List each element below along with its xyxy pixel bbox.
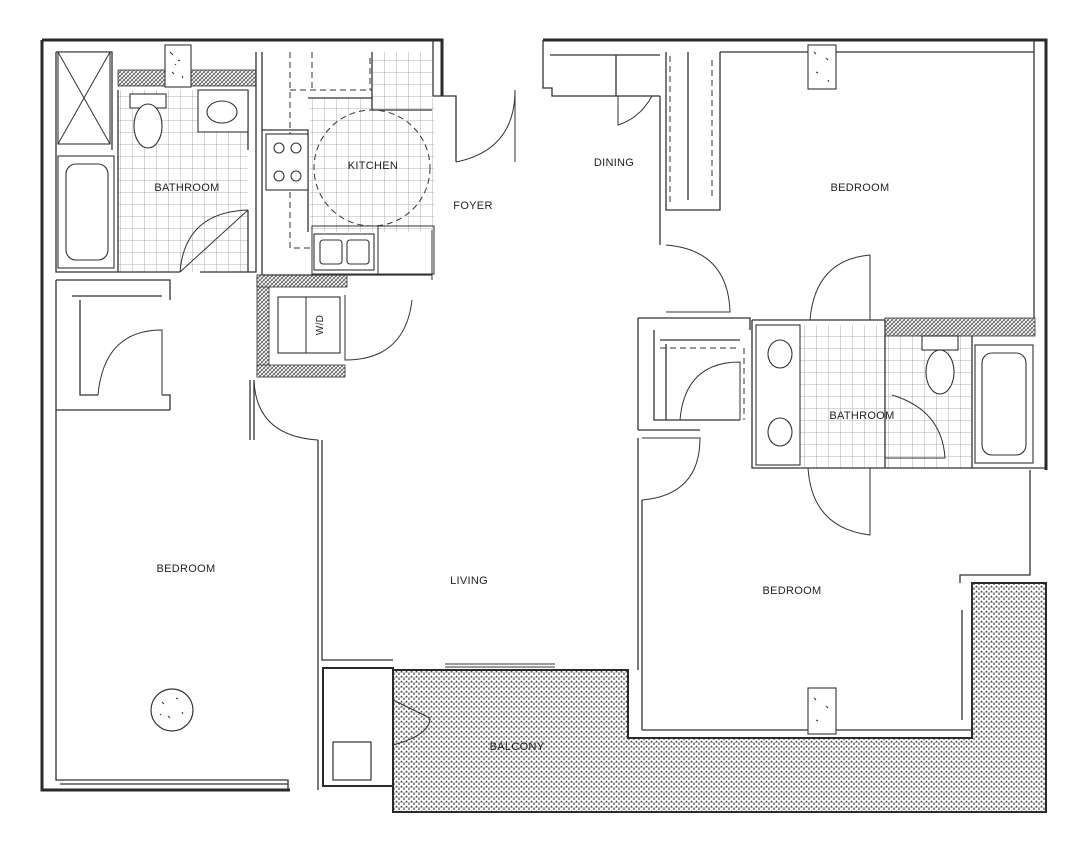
kitchen-counter-outline[interactable] xyxy=(289,52,372,249)
stone-column-top-right xyxy=(807,44,837,90)
entry-door[interactable] xyxy=(455,89,516,163)
bedroom-top-right-door[interactable] xyxy=(665,244,731,313)
bathroom-2-hatch-band xyxy=(884,317,1036,337)
wd-closet-door[interactable] xyxy=(344,295,413,361)
middle-closet-walls xyxy=(637,317,751,431)
exterior-wall-left-unit xyxy=(40,38,444,792)
dining-closet-door[interactable] xyxy=(617,95,653,126)
kitchen-walls xyxy=(261,52,432,276)
bedroom-left-wall xyxy=(55,410,289,790)
label-dining: DINING xyxy=(594,157,634,169)
bedroom-top-right-walls xyxy=(720,40,1035,318)
washer-dryer xyxy=(277,296,341,354)
balcony-slider[interactable] xyxy=(445,663,555,668)
bathroom-2-toilet-tank xyxy=(921,335,959,351)
closet-wall-left xyxy=(55,279,171,411)
label-bathroom-1: BATHROOM xyxy=(154,182,219,194)
balcony-storage-inner xyxy=(332,741,372,781)
wall-left-vertical xyxy=(249,380,255,440)
middle-dashed xyxy=(660,347,745,420)
closet-middle-door[interactable] xyxy=(679,361,741,421)
balcony-floor xyxy=(392,582,1047,813)
bathroom-2-sink-1 xyxy=(767,339,793,369)
exterior-wall-entry-left xyxy=(432,40,457,162)
bathroom-1-sink xyxy=(206,100,238,124)
bath-2-door-bottom[interactable] xyxy=(807,467,871,536)
wall-bedroom-left-living xyxy=(317,440,393,790)
kitchen-tile-floor-top xyxy=(372,52,432,104)
wd-hatch-wall-top xyxy=(256,274,348,288)
bathroom-1-wall xyxy=(55,51,257,273)
stone-column-1 xyxy=(164,44,192,88)
label-washer-dryer: W/D xyxy=(315,315,326,335)
kitchen-island-circle xyxy=(313,109,431,227)
exterior-wall-entry-right xyxy=(542,40,660,97)
label-living: LIVING xyxy=(450,575,488,587)
label-bathroom-2: BATHROOM xyxy=(829,410,894,422)
dining-wall-right xyxy=(659,52,721,245)
label-bedroom-top-right: BEDROOM xyxy=(831,182,890,194)
wd-hatch-wall-left xyxy=(256,274,270,376)
kitchen-range xyxy=(265,133,309,191)
label-kitchen: KITCHEN xyxy=(348,160,398,172)
label-bedroom-left: BEDROOM xyxy=(157,563,216,575)
bathroom-2-sink-2 xyxy=(767,417,793,447)
bedroom-bottom-right-walls xyxy=(959,470,1031,720)
bath-2-inner-door[interactable] xyxy=(885,394,946,459)
bathroom-1-door[interactable] xyxy=(179,209,249,273)
bathroom-2-toilet xyxy=(925,349,955,395)
balcony-storage-door[interactable] xyxy=(392,699,431,746)
bath-2-walls xyxy=(751,319,1046,469)
living-right-walls xyxy=(637,438,973,731)
label-bedroom-bottom-right: BEDROOM xyxy=(763,585,822,597)
dining-closet-walls xyxy=(550,54,660,96)
exterior-wall-right-unit xyxy=(543,38,1048,470)
bathroom-1-toilet xyxy=(133,103,163,149)
kitchen-counter-right xyxy=(377,225,435,275)
kitchen-tile-floor xyxy=(310,98,434,232)
closet-left-door[interactable] xyxy=(97,329,163,396)
dining-dashed-cabinet xyxy=(669,56,713,205)
wd-hatch-wall-bottom xyxy=(256,364,346,378)
stone-planter xyxy=(150,688,194,732)
label-foyer: FOYER xyxy=(453,200,492,212)
bath-2-door-top[interactable] xyxy=(809,254,871,321)
bedroom-bottom-right-door[interactable] xyxy=(641,437,701,501)
label-balcony: BALCONY xyxy=(490,741,545,753)
stone-column-bottom-right xyxy=(807,687,837,735)
bedroom-left-door[interactable] xyxy=(253,379,319,441)
